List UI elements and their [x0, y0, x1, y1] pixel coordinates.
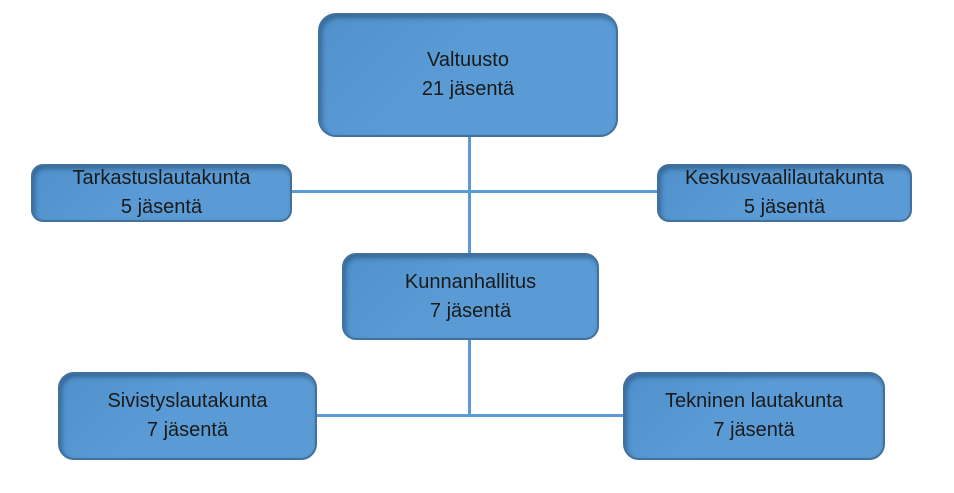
connector-kunnanhallitus-lautakunnat: [468, 340, 471, 416]
org-node-title: Tekninen lautakunta: [665, 390, 843, 412]
connector-tarkastus-keskusvaali: [292, 190, 657, 193]
org-node-tekninen-lautakunta: Tekninen lautakunta 7 jäsentä: [623, 372, 885, 460]
org-node-members: 7 jäsentä: [713, 419, 795, 441]
org-node-valtuusto: Valtuusto 21 jäsentä: [318, 13, 618, 137]
org-node-members: 7 jäsentä: [146, 419, 229, 441]
org-node-members: 5 jäsentä: [743, 196, 826, 218]
connector-valtuusto-kunnanhallitus: [468, 137, 471, 253]
org-node-keskusvaalilautakunta: Keskusvaalilautakunta 5 jäsentä: [657, 164, 912, 222]
org-node-sivistyslautakunta: Sivistyslautakunta 7 jäsentä: [58, 372, 317, 460]
org-node-title: Keskusvaalilautakunta: [684, 167, 884, 189]
connector-sivistys-tekninen: [317, 414, 623, 417]
org-node-kunnanhallitus: Kunnanhallitus 7 jäsentä: [342, 253, 599, 340]
org-node-title: Tarkastuslautakunta: [72, 167, 251, 189]
org-node-title: Kunnanhallitus: [404, 270, 537, 293]
org-node-members: 7 jäsentä: [429, 299, 512, 322]
org-node-tarkastuslautakunta: Tarkastuslautakunta 5 jäsentä: [31, 164, 292, 222]
org-node-title: Sivistyslautakunta: [107, 390, 268, 412]
org-node-members: 21 jäsentä: [421, 78, 515, 100]
org-node-members: 5 jäsentä: [120, 196, 203, 218]
org-node-title: Valtuusto: [427, 49, 509, 71]
